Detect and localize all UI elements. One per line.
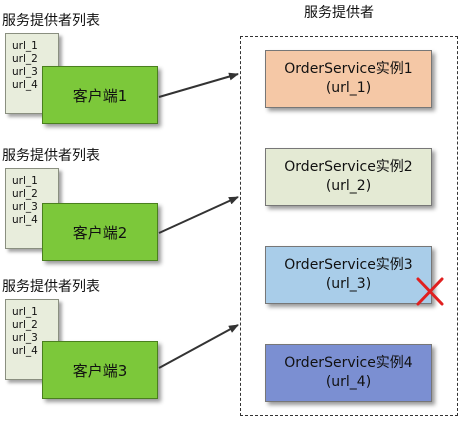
arrow-client1 xyxy=(158,72,239,98)
instance-4-url: (url_4) xyxy=(325,374,372,390)
instance-3-name: OrderService实例3 xyxy=(284,257,413,273)
failure-x-icon xyxy=(416,277,444,306)
instance-2-url: (url_2) xyxy=(325,178,372,194)
url-item: url_4 xyxy=(12,345,38,357)
instance-1: OrderService实例1 (url_1) xyxy=(265,50,432,108)
client3-provider-list-label: 服务提供者列表 xyxy=(2,279,100,295)
instance-3: OrderService实例3 (url_3) xyxy=(265,246,432,304)
instance-2: OrderService实例2 (url_2) xyxy=(265,148,432,206)
client1-label: 客户端1 xyxy=(72,86,128,105)
client2-box: 客户端2 xyxy=(42,203,158,261)
client3-label: 客户端3 xyxy=(72,361,128,380)
instance-4: OrderService实例4 (url_4) xyxy=(265,344,432,402)
client1-box: 客户端1 xyxy=(42,66,158,124)
arrow-client2 xyxy=(158,196,239,234)
providers-title: 服务提供者 xyxy=(304,5,374,21)
client3-url-list: url_1 url_2 url_3 url_4 xyxy=(5,299,59,380)
url-item: url_3 xyxy=(12,66,38,78)
client3-box: 客户端3 xyxy=(42,341,158,399)
arrow-client3 xyxy=(158,324,239,369)
url-item: url_2 xyxy=(12,188,38,200)
instance-2-name: OrderService实例2 xyxy=(284,159,413,175)
url-item: url_1 xyxy=(12,175,38,187)
url-item: url_3 xyxy=(12,332,38,344)
instance-1-url: (url_1) xyxy=(325,80,372,96)
client2-provider-list-label: 服务提供者列表 xyxy=(2,148,100,164)
url-item: url_3 xyxy=(12,201,38,213)
client1-provider-list-label: 服务提供者列表 xyxy=(2,13,100,29)
client2-label: 客户端2 xyxy=(72,223,128,242)
instance-4-name: OrderService实例4 xyxy=(284,355,413,371)
url-item: url_1 xyxy=(12,306,38,318)
instance-1-name: OrderService实例1 xyxy=(284,61,413,77)
url-item: url_2 xyxy=(12,319,38,331)
url-item: url_1 xyxy=(12,40,38,52)
providers-container xyxy=(240,36,458,416)
url-item: url_4 xyxy=(12,79,38,91)
instance-3-url: (url_3) xyxy=(325,276,372,292)
url-item: url_4 xyxy=(12,214,38,226)
url-item: url_2 xyxy=(12,53,38,65)
